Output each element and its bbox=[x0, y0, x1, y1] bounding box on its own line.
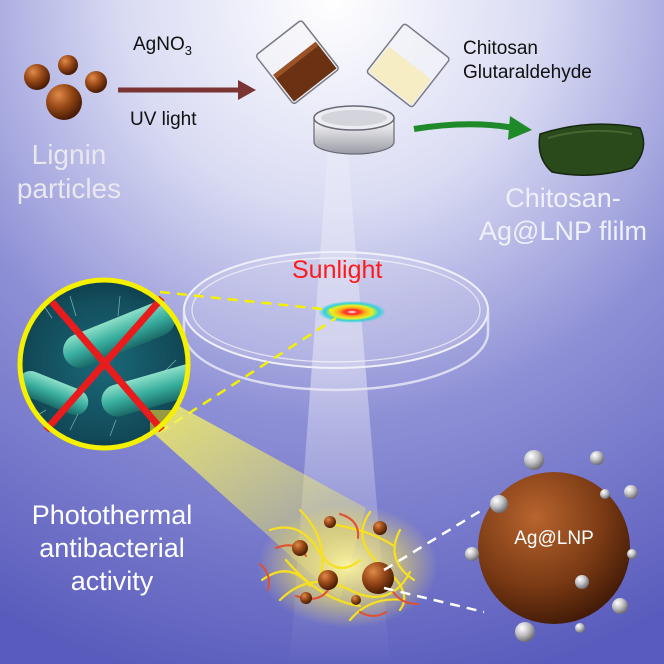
activity-label-line2: antibacterial bbox=[39, 533, 185, 563]
cross-line-b bbox=[43, 295, 165, 433]
uv-light-label: UV light bbox=[130, 109, 197, 130]
lignin-label: Lignin particles bbox=[0, 138, 138, 206]
circle-border bbox=[17, 277, 191, 451]
white-dashed-lines bbox=[383, 508, 485, 614]
film-icon bbox=[538, 123, 645, 176]
activity-label: Photothermal antibacterial activity bbox=[14, 499, 210, 598]
lignin-particles-icon bbox=[24, 55, 107, 120]
green-arrow bbox=[413, 116, 532, 140]
glutaraldehyde-label: Glutaraldehyde bbox=[463, 62, 592, 83]
brown-beaker-icon bbox=[255, 20, 339, 104]
bacteria-icon bbox=[17, 277, 191, 451]
film-label-line2: Ag@LNP flilm bbox=[479, 216, 647, 246]
film-label-line1: Chitosan- bbox=[505, 183, 621, 213]
cross-line-a bbox=[49, 299, 165, 433]
brown-arrow bbox=[118, 80, 256, 100]
lignin-label-line1: Lignin bbox=[31, 139, 107, 170]
chitosan-label: Chitosan bbox=[463, 38, 538, 59]
ag-lnp-particle-icon bbox=[465, 450, 638, 642]
nanoparticle-label: Ag@LNP bbox=[514, 528, 594, 549]
mixing-dish-icon bbox=[313, 105, 395, 155]
nanoparticle-cluster-icon bbox=[258, 504, 438, 628]
hotspot bbox=[318, 301, 386, 323]
reagent-label: AgNO3 bbox=[133, 34, 192, 58]
activity-label-line3: activity bbox=[70, 566, 154, 596]
activity-label-line1: Photothermal bbox=[31, 500, 193, 530]
lignin-label-line2: particles bbox=[16, 173, 122, 204]
film-label: Chitosan- Ag@LNP flilm bbox=[466, 182, 660, 248]
cream-beaker-icon bbox=[366, 23, 450, 108]
sunlight-label: Sunlight bbox=[292, 256, 383, 284]
